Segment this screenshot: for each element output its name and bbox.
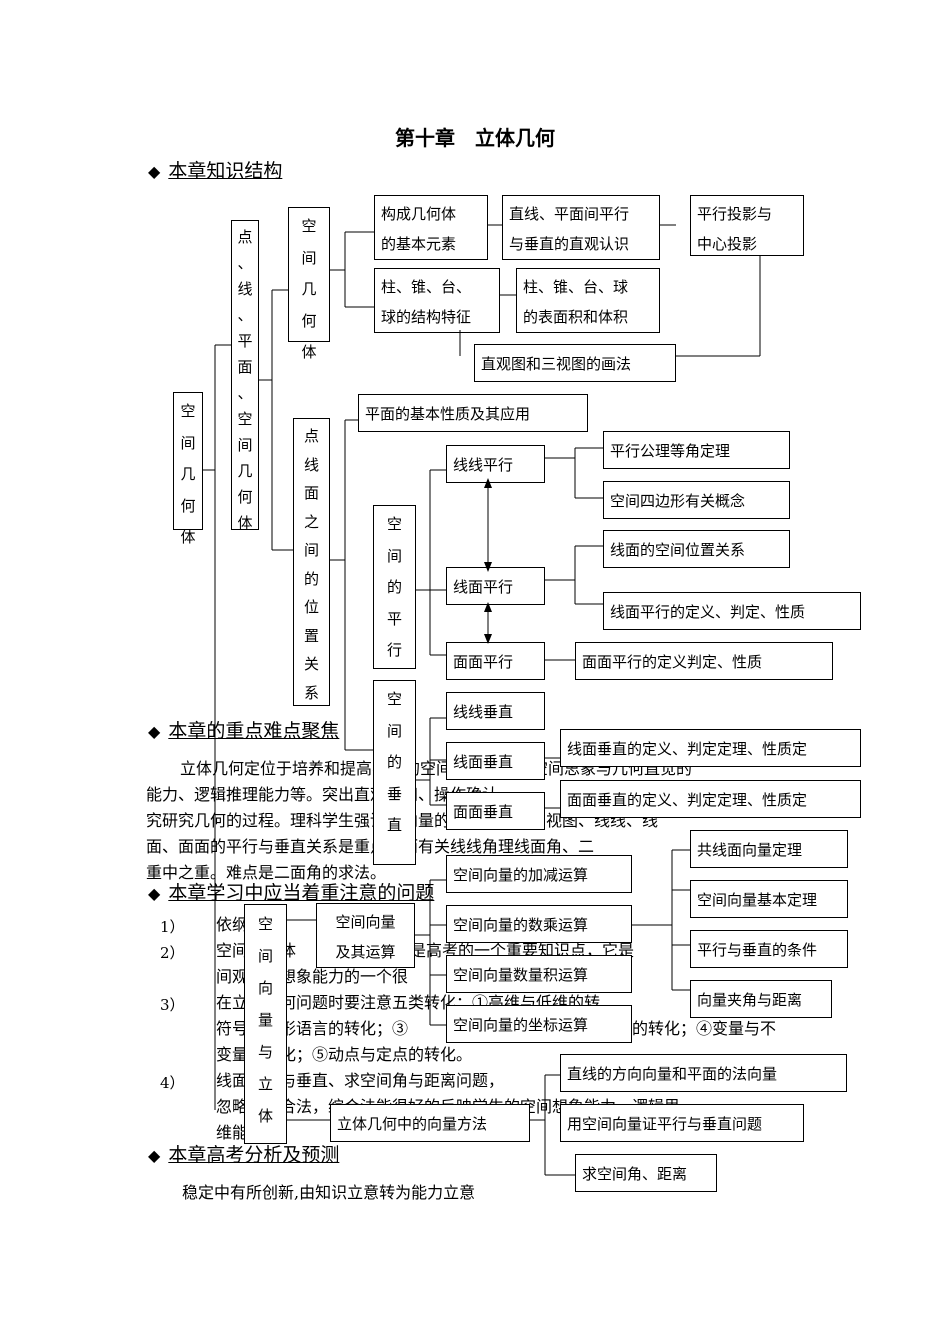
diamond-icon: ◆ <box>148 1146 161 1165</box>
section-heading-notes: ◆ 本章学习中应当着重注意的问题 <box>148 878 434 905</box>
note-line: 线面平行与垂直、求空间角与距离问题， <box>216 1071 505 1090</box>
box-basic-elements: 构成几何体的基本元素 <box>374 195 488 260</box>
box-plane-basic: 平面的基本性质及其应用 <box>358 394 588 432</box>
note-line: 维能 <box>216 1123 249 1142</box>
focus-line-4: 面、面面的平行与垂直关系是重点，而有关线线角理线面角、二 <box>146 837 595 856</box>
note-line: 的转化；④变量与不 <box>632 1019 777 1038</box>
box-surface-volume: 柱、锥、台、球的表面积和体积 <box>516 268 660 333</box>
box-mm-parallel: 面面平行 <box>446 642 545 680</box>
perp-box: 空间的垂直 <box>373 680 416 865</box>
level1-box: 点、线、平面、空间几何体 <box>231 220 259 532</box>
box-three-views: 直观图和三视图的画法 <box>474 344 676 382</box>
box-p3: 线面的空间位置关系 <box>603 530 790 568</box>
vector-box: 空间向量与立体 <box>244 904 287 1144</box>
box-structure: 柱、锥、台、球的结构特征 <box>374 268 500 333</box>
box-xx-parallel: 线线平行 <box>446 445 545 483</box>
note-number: 2） <box>160 944 185 962</box>
box-p2: 空间四边形有关概念 <box>603 481 790 519</box>
box-mm-perp: 面面垂直 <box>446 792 545 830</box>
box-v4: 空间向量的坐标运算 <box>446 1005 632 1043</box>
page-title: 第十章 立体几何 <box>395 126 555 150</box>
box-vector-ops: 空间向量及其运算 <box>316 903 415 968</box>
diamond-icon: ◆ <box>148 884 161 903</box>
box-v2: 空间向量的数乘运算 <box>446 905 632 943</box>
box-q1: 线面垂直的定义、判定定理、性质定 <box>560 729 861 767</box>
box-m1: 直线的方向向量和平面的法向量 <box>560 1054 847 1092</box>
box-v3: 空间向量数量积运算 <box>446 955 632 993</box>
section-label: 本章知识结构 <box>168 160 283 182</box>
box-r2: 空间向量基本定理 <box>690 880 848 918</box>
section-label: 本章高考分析及预测 <box>168 1144 340 1166</box>
box-projection: 平行投影与中心投影 <box>690 195 804 256</box>
section-heading-forecast: ◆ 本章高考分析及预测 <box>148 1140 339 1167</box>
diamond-icon: ◆ <box>148 162 161 181</box>
section-heading-focus: ◆ 本章的重点难点聚焦 <box>148 716 339 743</box>
focus-line-5: 重中之重。难点是二面角的求法。 <box>146 863 387 882</box>
parallel-box: 空间的平行 <box>373 505 416 669</box>
section-label: 本章学习中应当着重注意的问题 <box>168 882 435 904</box>
note-number: 1） <box>160 918 185 936</box>
box-xm-perp: 线面垂直 <box>446 742 545 780</box>
root-box: 空间几何体 <box>173 392 203 546</box>
box-p5: 面面平行的定义判定、性质 <box>575 642 833 680</box>
box-v1: 空间向量的加减运算 <box>446 855 632 893</box>
box-method: 立体几何中的向量方法 <box>330 1104 530 1142</box>
section-label: 本章的重点难点聚焦 <box>168 720 340 742</box>
box-line-plane: 直线、平面间平行与垂直的直观认识 <box>502 195 660 260</box>
box-q2: 面面垂直的定义、判定定理、性质定 <box>560 780 861 818</box>
box-xx-perp: 线线垂直 <box>446 692 545 730</box>
forecast-text: 稳定中有所创新,由知识立意转为能力立意 <box>182 1183 476 1202</box>
note-number: 4） <box>160 1074 185 1092</box>
box-r4: 向量夹角与距离 <box>690 980 832 1018</box>
box-m2: 用空间向量证平行与垂直问题 <box>560 1104 804 1142</box>
box-p1: 平行公理等角定理 <box>603 431 790 469</box>
kongjian-box: 空间几何体 <box>288 207 330 361</box>
diamond-icon: ◆ <box>148 722 161 741</box>
note-number: 3） <box>160 996 185 1014</box>
note-line: 依纲 <box>216 915 249 934</box>
box-r1: 共线面向量定理 <box>690 830 848 868</box>
box-m3: 求空间角、距离 <box>575 1154 717 1192</box>
section-heading-structure: ◆ 本章知识结构 <box>148 156 282 183</box>
position-box: 点线面之间的位置关系 <box>293 418 330 706</box>
box-r3: 平行与垂直的条件 <box>690 930 848 968</box>
box-p4: 线面平行的定义、判定、性质 <box>603 592 861 630</box>
box-xm-parallel: 线面平行 <box>446 567 545 605</box>
